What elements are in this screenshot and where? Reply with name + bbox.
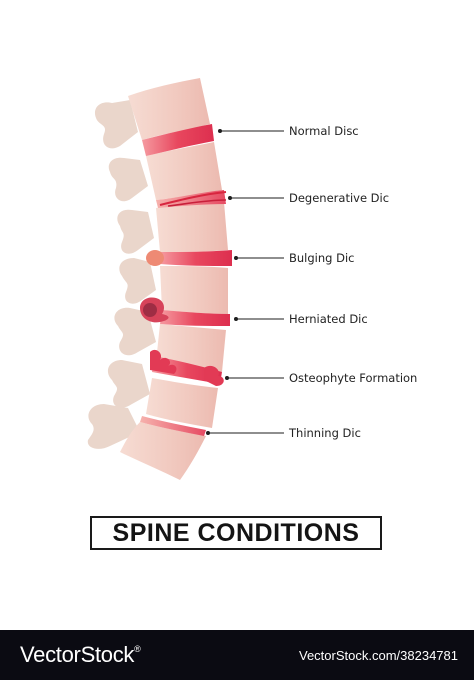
process-7 — [87, 404, 140, 449]
leader-dot-bulging — [234, 256, 238, 260]
footer-bar: VectorStock® VectorStock.com/38234781 — [0, 630, 474, 680]
label-degenerative-disc: Degenerative Dic — [289, 191, 390, 205]
leader-lines — [208, 130, 284, 434]
image-credit[interactable]: VectorStock.com/38234781 — [299, 648, 458, 663]
disc-degenerative — [156, 190, 227, 208]
vertebra-1 — [128, 78, 210, 140]
spinous-processes — [87, 100, 156, 449]
disc-herniated — [140, 297, 230, 326]
leader-dot-normal — [218, 129, 222, 133]
vertebral-bodies — [120, 78, 228, 480]
label-herniated-disc: Herniated Dic — [289, 312, 368, 326]
disc-bulging — [146, 250, 232, 266]
label-osteophyte-formation: Osteophyte Formation — [289, 371, 418, 385]
vertebra-7 — [120, 422, 206, 480]
label-normal-disc: Normal Disc — [289, 124, 359, 138]
disc-normal — [142, 124, 214, 156]
leader-dot-degenerative — [228, 196, 232, 200]
process-3 — [117, 209, 154, 254]
vertebra-3 — [156, 202, 228, 252]
spine-diagram: Normal Disc Degenerative Dic Bulging Dic… — [87, 78, 418, 480]
disc-osteophyte — [150, 349, 224, 386]
brand-logo[interactable]: VectorStock® — [20, 642, 141, 668]
leader-dot-herniated — [234, 317, 238, 321]
process-4 — [119, 258, 156, 304]
process-1 — [94, 100, 138, 149]
leader-dots — [206, 129, 238, 435]
spine-illustration — [87, 78, 284, 480]
process-6 — [107, 360, 150, 408]
registered-mark: ® — [134, 644, 141, 654]
vertebra-6 — [146, 378, 218, 428]
page-title: SPINE CONDITIONS — [90, 516, 382, 550]
vertebra-4 — [160, 266, 228, 314]
process-2 — [108, 157, 148, 202]
process-5 — [114, 307, 156, 356]
leader-dot-thinning — [206, 431, 210, 435]
label-bulging-disc: Bulging Dic — [289, 251, 355, 265]
brand-name: VectorStock — [20, 642, 135, 667]
leader-dot-osteophyte — [225, 376, 229, 380]
label-thinning-disc: Thinning Dic — [289, 426, 361, 440]
disc-thinning — [140, 416, 206, 436]
vertebra-2 — [146, 142, 222, 200]
